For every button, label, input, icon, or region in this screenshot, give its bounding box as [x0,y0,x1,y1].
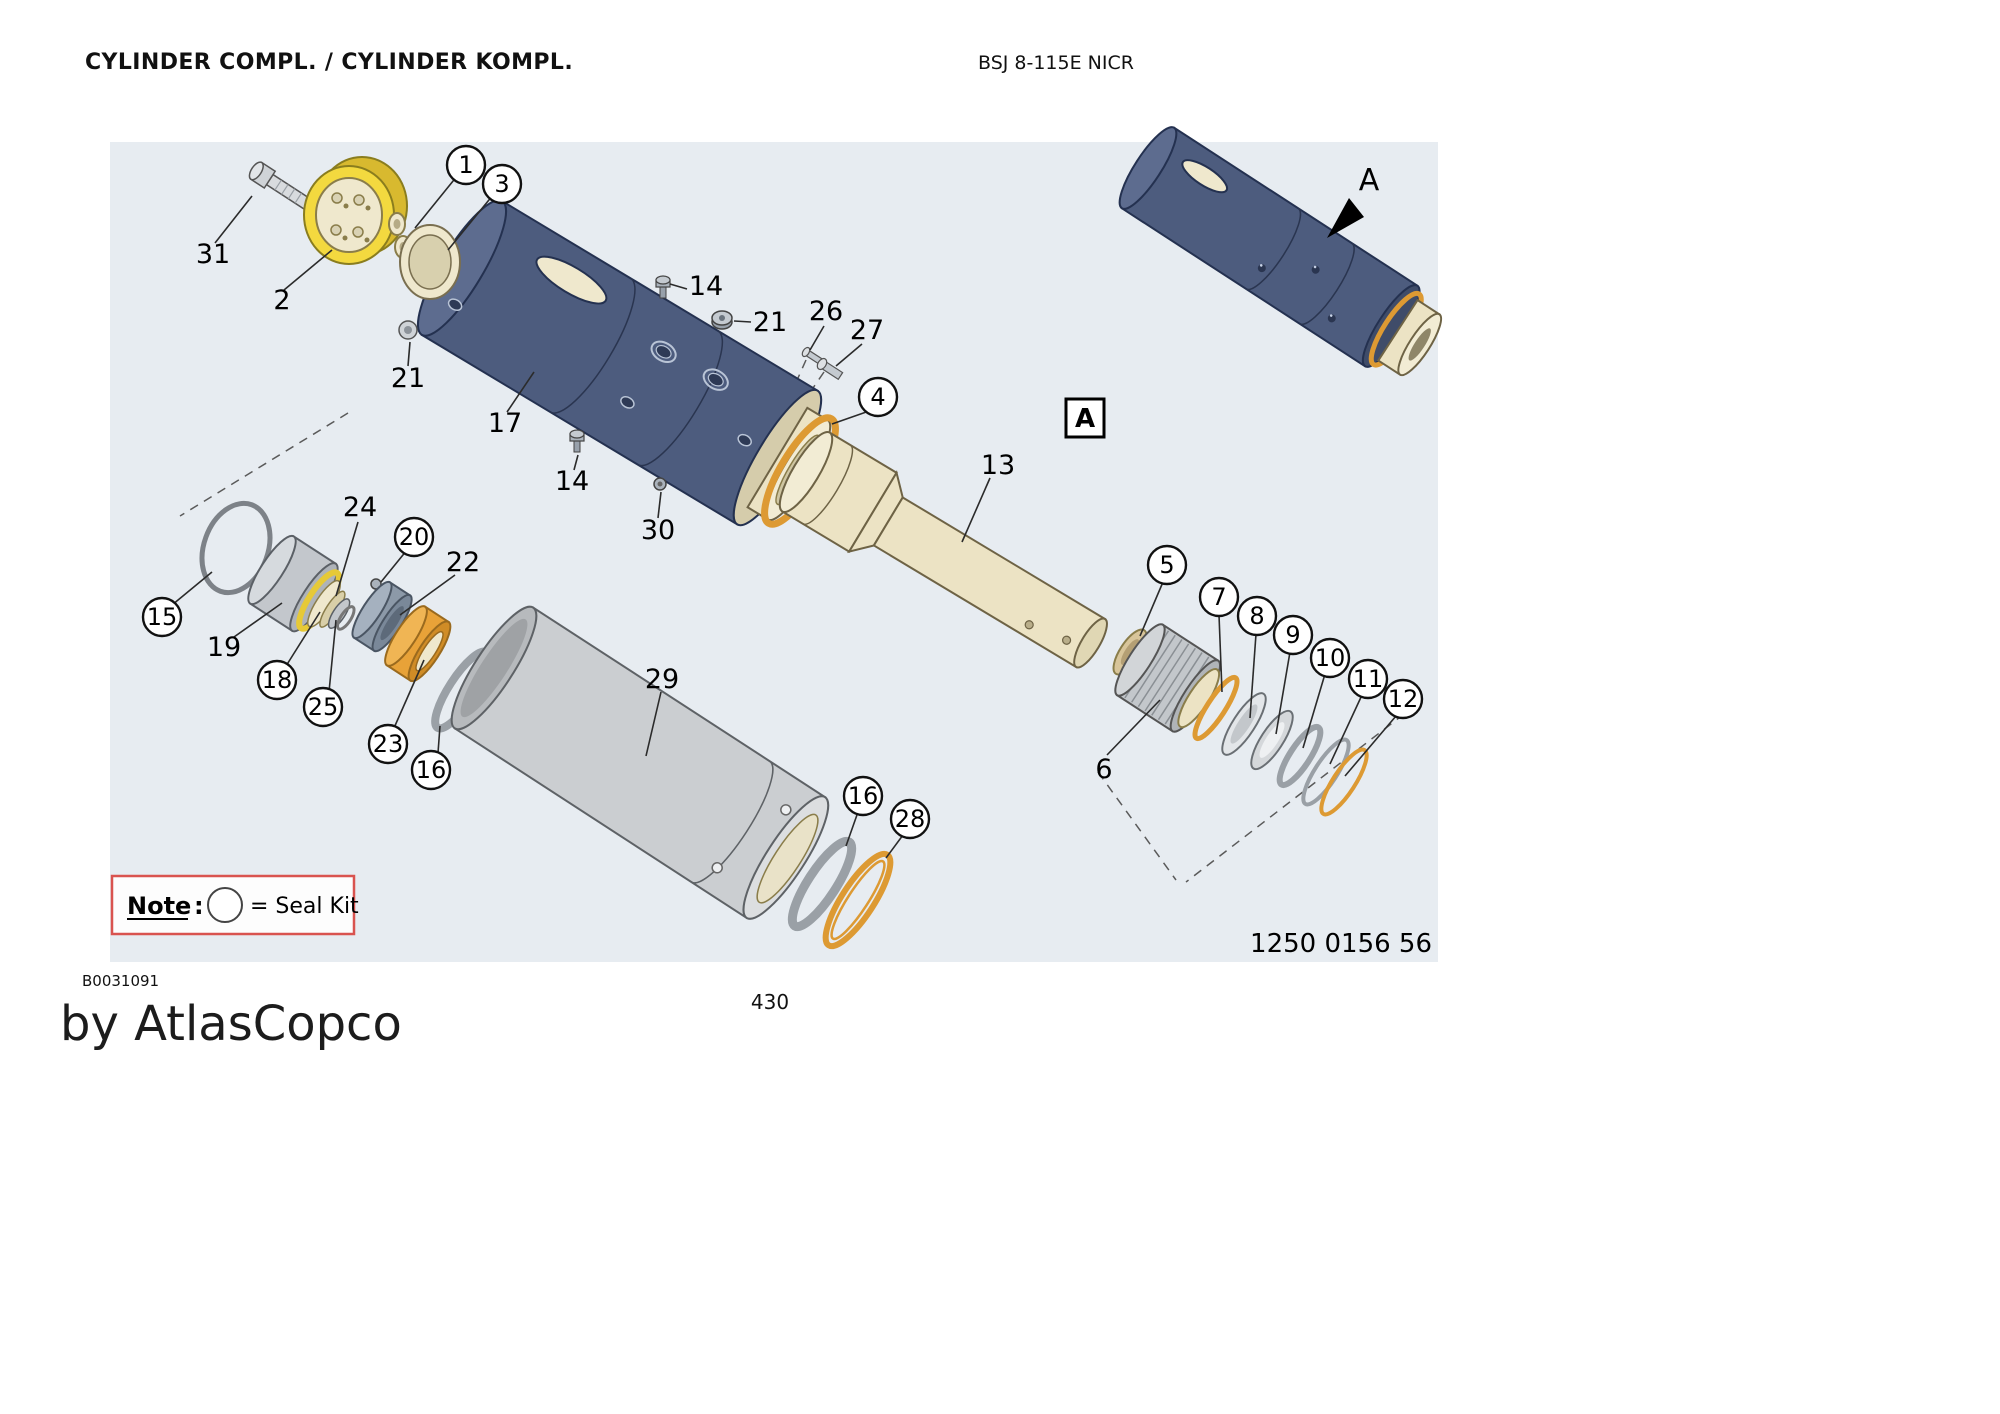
callout-28: 28 [889,798,931,840]
callout-10: 10 [1309,637,1351,679]
drawing-number: 1250 0156 56 [1250,929,1432,959]
svg-text:23: 23 [373,730,404,758]
svg-text:16: 16 [848,782,879,810]
page-number: 430 [750,990,790,1014]
model-code: BSJ 8-115E NICR [978,52,1134,74]
svg-text:16: 16 [416,756,447,784]
leader-lines [171,164,1397,859]
washer-part9 [1250,709,1294,771]
ring-part16-lower [787,836,857,932]
label-29: 29 [645,664,679,695]
callout-1: 1 [445,144,487,186]
grommet-part30 [653,477,667,491]
svg-text:9: 9 [1285,621,1300,649]
label-26: 26 [809,296,843,327]
label-6: 6 [1095,754,1112,785]
flange-part2 [303,156,408,265]
svg-text:A: A [1075,404,1095,434]
screw-part14-bottom [569,429,585,453]
circled-callouts: 1 3 4 5 7 8 9 10 11 12 15 16 16 18 20 23… [141,144,1424,840]
svg-text:10: 10 [1315,644,1346,672]
plug-part21-top [711,310,733,330]
callout-16-lower: 16 [842,775,884,817]
bushing-part19 [247,534,356,633]
piston-head-part6 [1114,623,1222,733]
callout-11: 11 [1347,658,1389,700]
callout-8: 8 [1236,595,1278,637]
callout-4: 4 [857,376,899,418]
screw-part26 [801,346,824,366]
view-a-arrow-icon [1327,198,1364,238]
collar-part23 [384,605,452,683]
plain-callouts: 31 2 21 17 14 14 21 26 27 30 13 24 19 22… [196,239,1113,785]
brand-text: by AtlasCopco [60,996,402,1052]
svg-text:18: 18 [262,666,293,694]
piston-rod-part13 [778,431,1108,669]
page-title: CYLINDER COMPL. / CYLINDER KOMPL. [85,50,574,75]
label-30: 30 [641,515,675,546]
assembled-cylinder-view-a [1118,126,1443,377]
seal-kit-circle-icon [207,887,243,923]
svg-text:11: 11 [1353,665,1384,693]
label-21-left: 21 [391,363,425,394]
label-13: 13 [981,450,1015,481]
view-a-box: A [1064,397,1106,439]
svg-text:4: 4 [870,383,885,411]
svg-text:5: 5 [1159,551,1174,579]
label-14-bottom: 14 [555,466,589,497]
label-2: 2 [273,285,290,316]
label-17: 17 [488,408,522,439]
note-text: = Seal Kit [250,894,359,919]
label-27: 27 [850,315,884,346]
label-19: 19 [207,632,241,663]
label-31: 31 [196,239,230,270]
callout-5: 5 [1146,544,1188,586]
note-box: Note : = Seal Kit [110,874,359,936]
screw-part14-top [655,275,671,299]
svg-text:28: 28 [895,805,926,833]
outer-tube-part29 [450,605,830,920]
callout-12: 12 [1382,678,1424,720]
svg-text:7: 7 [1211,583,1226,611]
callout-15: 15 [141,596,183,638]
ring-part12 [1319,747,1369,817]
callout-16-upper: 16 [410,749,452,791]
label-21-top: 21 [753,307,787,338]
seal-ring-part28 [822,850,894,950]
callout-18: 18 [256,659,298,701]
view-a-arrow-label: A [1359,163,1380,198]
svg-text:20: 20 [399,523,430,551]
plug-part21-left [398,320,418,340]
label-24: 24 [343,492,377,523]
callout-25: 25 [302,686,344,728]
disc-part22 [351,580,413,653]
callout-3: 3 [481,163,523,205]
screw-part27 [816,357,844,381]
svg-text:8: 8 [1249,602,1264,630]
label-14-top: 14 [689,271,723,302]
callout-20: 20 [393,516,435,558]
svg-text:15: 15 [147,603,178,631]
document-code: B0031091 [82,972,160,990]
label-22: 22 [446,547,480,578]
collar-part3 [399,224,461,300]
svg-text:25: 25 [308,693,339,721]
callout-9: 9 [1272,614,1314,656]
svg-text:12: 12 [1388,685,1419,713]
callout-23: 23 [367,723,409,765]
bolt-part31 [248,161,313,211]
o-ring-part7 [1192,674,1240,742]
ring-part10 [1276,723,1324,789]
svg-text:3: 3 [494,170,509,198]
callout-7: 7 [1198,576,1240,618]
note-label: Note [127,892,191,920]
note-colon: : [194,892,204,920]
svg-text:1: 1 [458,151,473,179]
